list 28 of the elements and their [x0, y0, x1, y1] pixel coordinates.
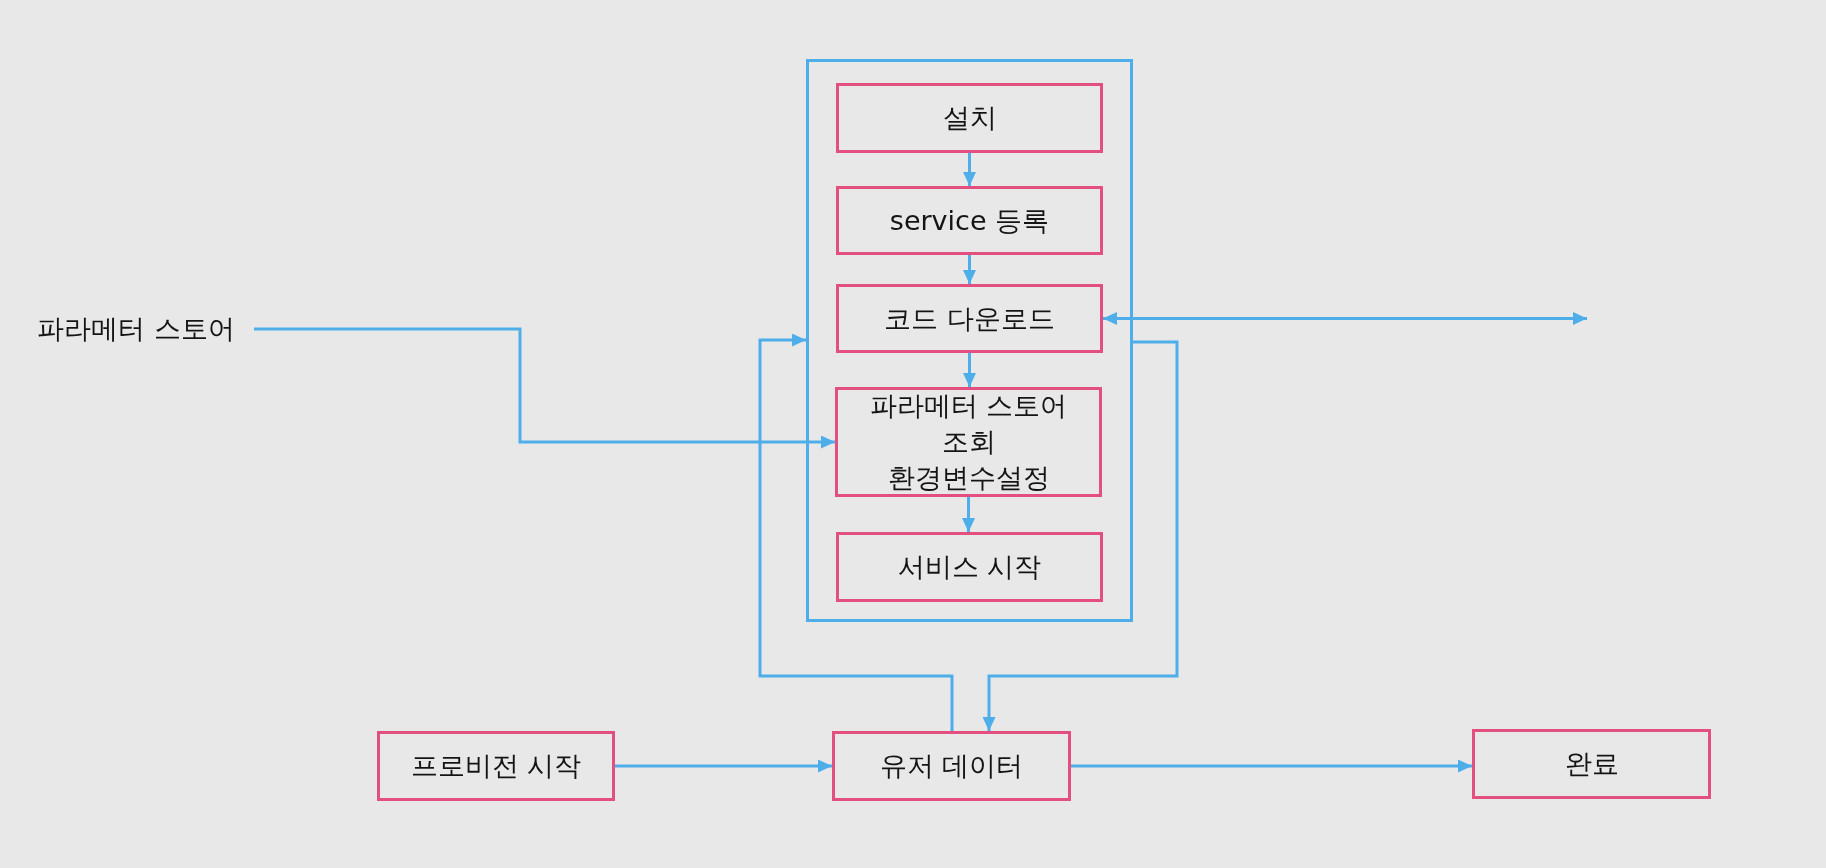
process-box	[836, 532, 1103, 602]
process-box	[836, 186, 1103, 255]
text-label: 파라메터 스토어	[18, 310, 254, 348]
step-label: 유저 데이터	[879, 749, 1024, 783]
process-box	[836, 83, 1103, 153]
arrow	[254, 327, 835, 449]
step-label: 프로비전 시작	[410, 749, 582, 783]
process-box	[832, 731, 1071, 801]
arrow	[758, 333, 954, 731]
arrow	[1071, 759, 1472, 773]
process-box	[836, 284, 1103, 353]
process-box	[835, 387, 1102, 497]
arrow	[963, 153, 976, 186]
arrow	[962, 497, 975, 532]
step-label: 설치	[942, 101, 997, 135]
step-label: 코드 다운로드	[884, 301, 1055, 336]
step-label: service 등록	[889, 203, 1050, 238]
step-label: 파라메터 스토어 조회 환경변수설정	[868, 389, 1069, 495]
double-arrow	[1103, 312, 1587, 325]
process-box	[377, 731, 615, 801]
step-label: 서비스 시작	[897, 550, 1042, 584]
process-box	[1472, 729, 1711, 799]
step-label: 완료	[1564, 747, 1619, 781]
arrow	[615, 759, 832, 773]
arrow	[963, 255, 976, 284]
group-frame	[806, 59, 1133, 622]
arrow	[963, 353, 976, 387]
arrow	[982, 340, 1179, 731]
